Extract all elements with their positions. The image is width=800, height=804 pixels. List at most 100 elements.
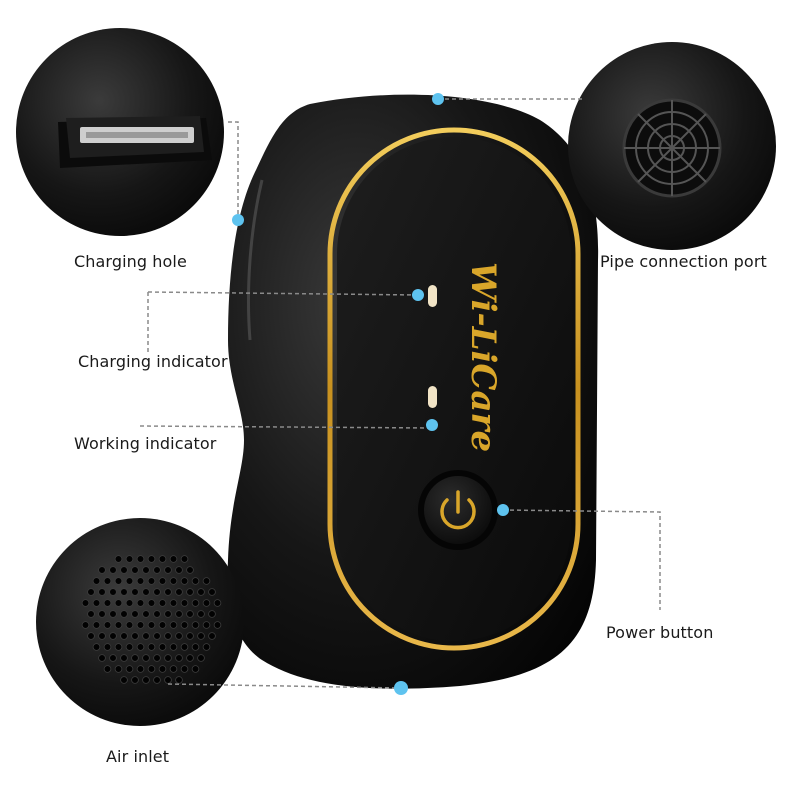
mesh-hole bbox=[180, 555, 189, 563]
mesh-hole bbox=[125, 577, 134, 585]
mesh-hole bbox=[202, 621, 211, 629]
device-shell-highlight bbox=[247, 179, 264, 341]
mesh-hole bbox=[208, 588, 216, 596]
mesh-hole bbox=[120, 676, 128, 684]
mesh-hole bbox=[208, 632, 216, 640]
mesh-hole bbox=[142, 610, 150, 618]
mesh-hole bbox=[87, 632, 95, 640]
mesh-hole bbox=[164, 632, 172, 640]
mesh-hole bbox=[175, 610, 183, 618]
air-inlet-mesh-icon bbox=[81, 555, 222, 684]
mesh-hole bbox=[147, 555, 156, 563]
mesh-hole bbox=[191, 621, 200, 629]
label-charging-hole: Charging hole bbox=[74, 252, 187, 271]
mesh-hole bbox=[202, 643, 211, 651]
mesh-hole bbox=[109, 632, 117, 640]
mesh-hole bbox=[120, 566, 128, 574]
mesh-hole bbox=[131, 610, 139, 618]
vent-grille-icon bbox=[622, 98, 722, 198]
mesh-hole bbox=[98, 610, 106, 618]
mesh-hole bbox=[131, 654, 139, 662]
mesh-hole bbox=[142, 654, 150, 662]
brand-logo: Wi-LiCare bbox=[463, 262, 503, 452]
mesh-hole bbox=[158, 555, 167, 563]
mesh-hole bbox=[98, 588, 106, 596]
mesh-hole bbox=[186, 566, 194, 574]
mesh-hole bbox=[98, 632, 106, 640]
mesh-hole bbox=[169, 555, 178, 563]
mesh-hole bbox=[142, 676, 150, 684]
mesh-hole bbox=[120, 588, 128, 596]
mesh-hole bbox=[186, 632, 194, 640]
mesh-hole bbox=[213, 599, 222, 607]
mesh-hole bbox=[92, 599, 101, 607]
mesh-hole bbox=[197, 588, 205, 596]
mesh-hole bbox=[120, 654, 128, 662]
mesh-hole bbox=[202, 599, 211, 607]
mesh-hole bbox=[158, 643, 167, 651]
mesh-hole bbox=[191, 665, 200, 673]
mesh-hole bbox=[208, 610, 216, 618]
mesh-hole bbox=[158, 599, 167, 607]
mesh-hole bbox=[180, 599, 189, 607]
mesh-hole bbox=[103, 665, 112, 673]
mesh-hole bbox=[92, 577, 101, 585]
mesh-hole bbox=[191, 577, 200, 585]
mesh-hole bbox=[175, 632, 183, 640]
mesh-hole bbox=[109, 566, 117, 574]
mesh-hole bbox=[169, 599, 178, 607]
mesh-hole bbox=[175, 588, 183, 596]
mesh-hole bbox=[164, 676, 172, 684]
mesh-hole bbox=[87, 588, 95, 596]
mesh-hole bbox=[164, 588, 172, 596]
mesh-hole bbox=[131, 588, 139, 596]
power-icon bbox=[440, 490, 476, 530]
mesh-hole bbox=[92, 621, 101, 629]
mesh-hole bbox=[114, 555, 123, 563]
marker-dots bbox=[232, 93, 509, 695]
mesh-hole bbox=[180, 643, 189, 651]
mesh-hole bbox=[191, 643, 200, 651]
gold-trim bbox=[327, 127, 581, 651]
mesh-hole bbox=[147, 621, 156, 629]
mesh-hole bbox=[81, 621, 90, 629]
mesh-hole bbox=[120, 632, 128, 640]
label-working-indicator: Working indicator bbox=[74, 434, 217, 453]
mesh-hole bbox=[125, 599, 134, 607]
mesh-hole bbox=[98, 654, 106, 662]
mesh-hole bbox=[114, 621, 123, 629]
mesh-hole bbox=[153, 610, 161, 618]
mesh-hole bbox=[103, 577, 112, 585]
mesh-hole bbox=[109, 654, 117, 662]
marker-dot-air-inlet bbox=[394, 681, 408, 695]
mesh-hole bbox=[213, 621, 222, 629]
mesh-hole bbox=[175, 566, 183, 574]
mesh-hole bbox=[169, 665, 178, 673]
label-power-button: Power button bbox=[606, 623, 714, 642]
mesh-hole bbox=[136, 599, 145, 607]
mesh-hole bbox=[153, 676, 161, 684]
mesh-hole bbox=[186, 610, 194, 618]
mesh-hole bbox=[125, 621, 134, 629]
mesh-hole bbox=[164, 610, 172, 618]
mesh-hole bbox=[98, 566, 106, 574]
mesh-hole bbox=[125, 643, 134, 651]
mesh-hole bbox=[125, 555, 134, 563]
mesh-hole bbox=[114, 577, 123, 585]
mesh-hole bbox=[180, 577, 189, 585]
mesh-hole bbox=[202, 577, 211, 585]
mesh-hole bbox=[153, 654, 161, 662]
marker-dot-pipe-port bbox=[432, 93, 444, 105]
mesh-hole bbox=[87, 610, 95, 618]
mesh-hole bbox=[186, 654, 194, 662]
mesh-hole bbox=[164, 654, 172, 662]
mesh-hole bbox=[158, 621, 167, 629]
mesh-hole bbox=[164, 566, 172, 574]
mesh-hole bbox=[142, 632, 150, 640]
mesh-hole bbox=[180, 665, 189, 673]
mesh-hole bbox=[92, 643, 101, 651]
mesh-hole bbox=[175, 676, 183, 684]
mesh-hole bbox=[81, 599, 90, 607]
